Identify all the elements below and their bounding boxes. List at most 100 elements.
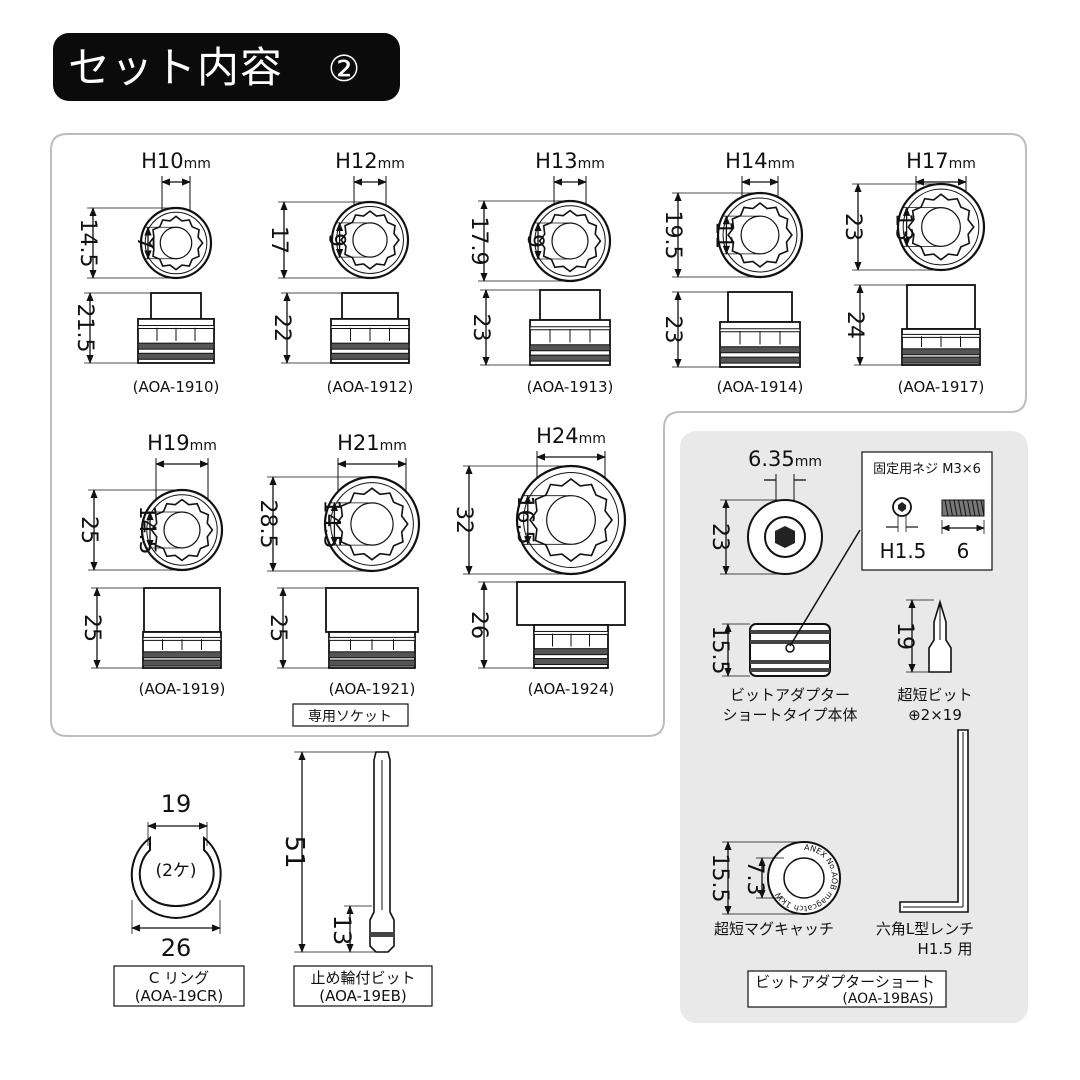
socket-aoa-1917-side-band xyxy=(901,348,981,356)
socket-aoa-1913-outer-label: 17.9 xyxy=(466,217,491,266)
adapter-set-code: (AOA-19BAS) xyxy=(842,991,933,1007)
socket-aoa-1921-rim xyxy=(330,482,414,566)
screw-hex-label: H1.5 xyxy=(880,539,927,563)
screw-thread xyxy=(953,499,958,517)
screw-thread xyxy=(949,499,953,517)
socket-aoa-1917-outer-label: 23 xyxy=(840,213,865,241)
socket-aoa-1913-inner-label: 9 xyxy=(522,234,547,248)
socket-aoa-1921-side-band xyxy=(328,659,416,667)
adapter-band xyxy=(750,640,830,644)
socket-aoa-1912-inner-label: 9 xyxy=(324,233,349,247)
socket-aoa-1912-side-head xyxy=(341,292,399,320)
screw-length-label: 6 xyxy=(957,539,970,563)
fixing-screw: 固定用ネジ M3×6H1.5 6 xyxy=(861,451,993,571)
magcatch-bore xyxy=(783,857,825,899)
screw-thread xyxy=(980,499,985,517)
socket-aoa-1912-size-label: H12mm xyxy=(335,149,405,173)
socket-aoa-1924-size-label: H24mm xyxy=(536,424,606,448)
socket-aoa-1919: H19mm 25 14.5 25 (AOA-1919) xyxy=(76,431,225,698)
socket-aoa-1917-height-label: 24 xyxy=(842,311,867,339)
c-ring-shape xyxy=(130,835,222,920)
socket-aoa-1914-bore xyxy=(740,215,780,255)
socket-aoa-1910-height-label: 21.5 xyxy=(72,304,97,353)
socket-aoa-1919-bore xyxy=(163,511,201,549)
socket-aoa-1910-size-label: H10mm xyxy=(141,149,211,173)
socket-aoa-1917-bore xyxy=(921,207,961,247)
eb-bit-name: 止め輪付ビット xyxy=(310,969,415,987)
socket-aoa-1913-code: (AOA-1913) xyxy=(527,378,614,396)
c-ring-box xyxy=(113,965,245,1007)
eb-bit-box xyxy=(293,965,433,1007)
adapter-name-1: ビットアダプター xyxy=(730,686,850,704)
wrench-size: H1.5 用 xyxy=(918,940,973,958)
adapter-band xyxy=(750,668,830,672)
title-banner xyxy=(53,33,400,101)
adapter-diameter-label: 23 xyxy=(707,523,732,551)
socket-aoa-1919-height-label: 25 xyxy=(79,614,104,642)
bit-name: 超短ビット xyxy=(897,686,972,704)
socket-aoa-1914-side-band xyxy=(719,346,801,354)
socket-aoa-1924-side-band xyxy=(533,648,609,656)
socket-aoa-1921-height-label: 25 xyxy=(265,614,290,642)
screw-thread xyxy=(976,499,980,517)
socket-aoa-1921-code: (AOA-1921) xyxy=(329,680,416,698)
screw-thread xyxy=(944,499,949,517)
socket-aoa-1910-side-band xyxy=(137,352,215,360)
adapter-name-2: ショートタイプ本体 xyxy=(722,706,857,724)
socket-aoa-1914-size-label: H14mm xyxy=(725,149,795,173)
socket-aoa-1917-size-label: H17mm xyxy=(906,149,976,173)
screw-thread xyxy=(958,499,962,517)
socket-aoa-1924-rim xyxy=(522,471,620,569)
socket-aoa-1913-height-label: 23 xyxy=(468,314,493,342)
socket-aoa-1917-side-head xyxy=(906,284,976,330)
socket-aoa-1912-bore xyxy=(352,222,388,258)
screw-hex xyxy=(898,502,906,512)
socket-aoa-1910-inner-label: 7 xyxy=(132,236,157,250)
title-number: ② xyxy=(327,49,361,90)
c-ring-bottom-label: 26 xyxy=(161,934,192,962)
socket-aoa-1921-side-head xyxy=(325,587,419,633)
socket-aoa-1921-side-band xyxy=(328,651,416,659)
socket-aoa-1910-bore xyxy=(159,226,193,260)
socket-aoa-1912-code: (AOA-1912) xyxy=(327,378,414,396)
socket-aoa-1910-side-head xyxy=(150,292,202,320)
socket-aoa-1913-bore xyxy=(551,222,589,260)
socket-aoa-1919-side-band xyxy=(142,651,222,659)
socket-aoa-1919-inner-label: 14.5 xyxy=(134,506,159,555)
socket-aoa-1912-side-band xyxy=(330,342,410,350)
socket-group-label: 専用ソケット xyxy=(308,709,392,725)
c-ring-count: (2ケ) xyxy=(155,861,196,881)
socket-aoa-1914-side-band xyxy=(719,356,801,364)
socket-aoa-1910-code: (AOA-1910) xyxy=(133,378,220,396)
wrench-shape xyxy=(899,729,969,913)
c-ring-name: C リング xyxy=(149,969,209,987)
socket-aoa-1919-outer-label: 25 xyxy=(76,516,101,544)
socket-aoa-1924-height-label: 26 xyxy=(466,611,491,639)
c-ring: 19(2ケ)26C リング(AOA-19CR) xyxy=(113,790,245,1007)
wrench-name: 六角L型レンチ xyxy=(876,920,974,938)
socket-aoa-1919-size-label: H19mm xyxy=(147,431,217,455)
socket-aoa-1921-inner-label: 14.5 xyxy=(318,500,343,549)
socket-group-box xyxy=(292,703,409,727)
socket-aoa-1919-code: (AOA-1919) xyxy=(139,680,226,698)
socket-panel xyxy=(50,133,1027,737)
socket-aoa-1917-code: (AOA-1917) xyxy=(898,378,985,396)
magcatch-inner-label: 7.3 xyxy=(742,861,767,896)
adapter-leader-line xyxy=(789,529,861,647)
eb-bit-code: (AOA-19EB) xyxy=(319,987,406,1005)
magcatch-height-label: 15.5 xyxy=(707,854,732,903)
socket-aoa-1919-side-band xyxy=(142,659,222,667)
c-ring-top-label: 19 xyxy=(161,790,192,818)
adapter-hex-label: 6.35mm xyxy=(748,447,822,471)
page-title: セット内容 xyxy=(68,43,284,92)
screw-title: 固定用ネジ M3×6 xyxy=(873,462,981,477)
adapter-height-label: 15.5 xyxy=(707,626,732,675)
